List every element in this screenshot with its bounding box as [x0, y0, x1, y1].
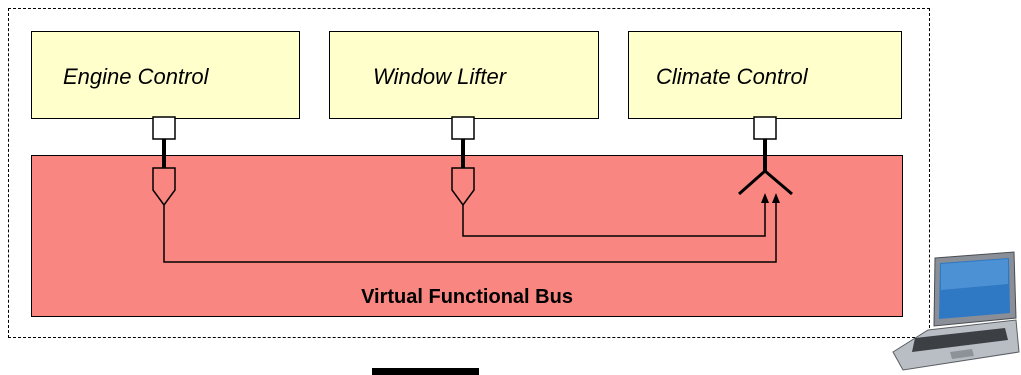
bus-label: Virtual Functional Bus: [361, 286, 573, 308]
engine-port: [152, 116, 176, 207]
engine-sender-port-icon: [152, 167, 176, 207]
component-label-window-lifter: Window Lifter: [373, 64, 507, 89]
window-sender-port-icon: [451, 167, 475, 207]
climate-receiver-port-icon: [738, 169, 793, 196]
connector-engine-to-climate: [163, 193, 780, 263]
component-label-engine-control: Engine Control: [63, 64, 209, 89]
vfb-system-boundary: [8, 8, 930, 338]
engine-port-square: [152, 116, 176, 140]
laptop-icon: [892, 251, 1020, 371]
component-engine-control: [31, 31, 300, 119]
window-port-square: [451, 116, 475, 140]
component-label-climate-control: Climate Control: [656, 64, 808, 89]
window-port: [451, 116, 475, 207]
slide-divider-bar: [372, 368, 479, 375]
connector-window-to-climate: [462, 193, 769, 237]
climate-port: [738, 116, 793, 196]
climate-port-square: [753, 116, 777, 140]
